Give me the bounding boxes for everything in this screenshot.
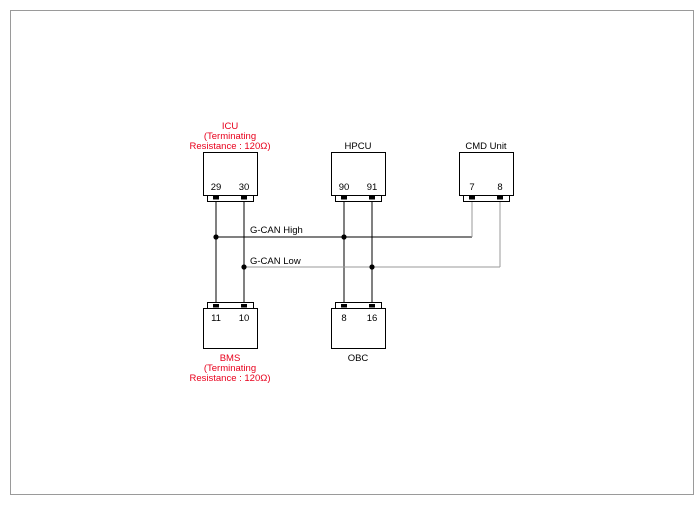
bms-pin-11-label: 11 [211, 313, 221, 324]
obc-module: 8 16 OBC [331, 302, 386, 364]
obc-connector-box [331, 308, 386, 349]
icu-note-line1: (Terminating [204, 131, 256, 142]
bms-module: 11 10 BMS (Terminating Resistance : 120Ω… [189, 302, 271, 384]
cmd-unit-module: CMD Unit 7 8 [459, 141, 514, 202]
hpcu-pin-91-label: 91 [367, 182, 378, 193]
hpcu-connector-box [331, 152, 386, 196]
obc-pin-16-label: 16 [367, 313, 378, 324]
icu-module: ICU (Terminating Resistance : 120Ω) 29 3… [189, 121, 271, 202]
cmd-unit-pin-8-label: 8 [497, 182, 502, 193]
icu-pin-30-label: 30 [239, 182, 250, 193]
g-can-high-label: G-CAN High [250, 225, 303, 236]
icu-name: ICU [222, 121, 239, 132]
obc-pin-8-terminal [341, 304, 347, 308]
icu-pin-29-terminal [213, 196, 219, 200]
low-junction-dot-icu [241, 264, 247, 270]
hpcu-pin-90-terminal [341, 196, 347, 200]
icu-connector-box [203, 152, 258, 196]
bms-pin-10-label: 10 [239, 313, 250, 324]
bms-pin-10-terminal [241, 304, 247, 308]
cmd-unit-pin-8-terminal [497, 196, 503, 200]
bms-connector-box [203, 308, 258, 349]
diagram-frame [10, 10, 694, 495]
high-junction-dot-hpcu [341, 234, 347, 240]
icu-pin-strip [207, 195, 254, 202]
bms-note-line2: Resistance : 120Ω) [189, 373, 270, 384]
g-can-high-wires [215, 202, 473, 302]
hpcu-name: HPCU [345, 141, 372, 152]
hpcu-module: HPCU 90 91 [331, 141, 386, 202]
obc-pin-8-label: 8 [341, 313, 346, 324]
hpcu-pin-strip [335, 195, 382, 202]
low-junction-dot-hpcu [369, 264, 375, 270]
cmd-unit-connector-box [459, 152, 514, 196]
g-can-low-label: G-CAN Low [250, 256, 301, 267]
icu-note-line2: Resistance : 120Ω) [189, 141, 270, 152]
cmd-unit-name: CMD Unit [465, 141, 507, 152]
icu-pin-30-terminal [241, 196, 247, 200]
obc-pin-16-terminal [369, 304, 375, 308]
bms-name: BMS [220, 353, 241, 364]
hpcu-pin-90-label: 90 [339, 182, 350, 193]
high-junction-dot-icu [213, 234, 219, 240]
g-can-low-wires [243, 202, 501, 302]
bms-pin-11-terminal [213, 304, 219, 308]
bms-note-line1: (Terminating [204, 363, 256, 374]
cmd-unit-pin-strip [463, 195, 510, 202]
icu-pin-29-label: 29 [211, 182, 222, 193]
cmd-unit-pin-7-label: 7 [469, 182, 474, 193]
hpcu-pin-91-terminal [369, 196, 375, 200]
cmd-unit-pin-7-terminal [469, 196, 475, 200]
obc-name: OBC [348, 353, 369, 364]
